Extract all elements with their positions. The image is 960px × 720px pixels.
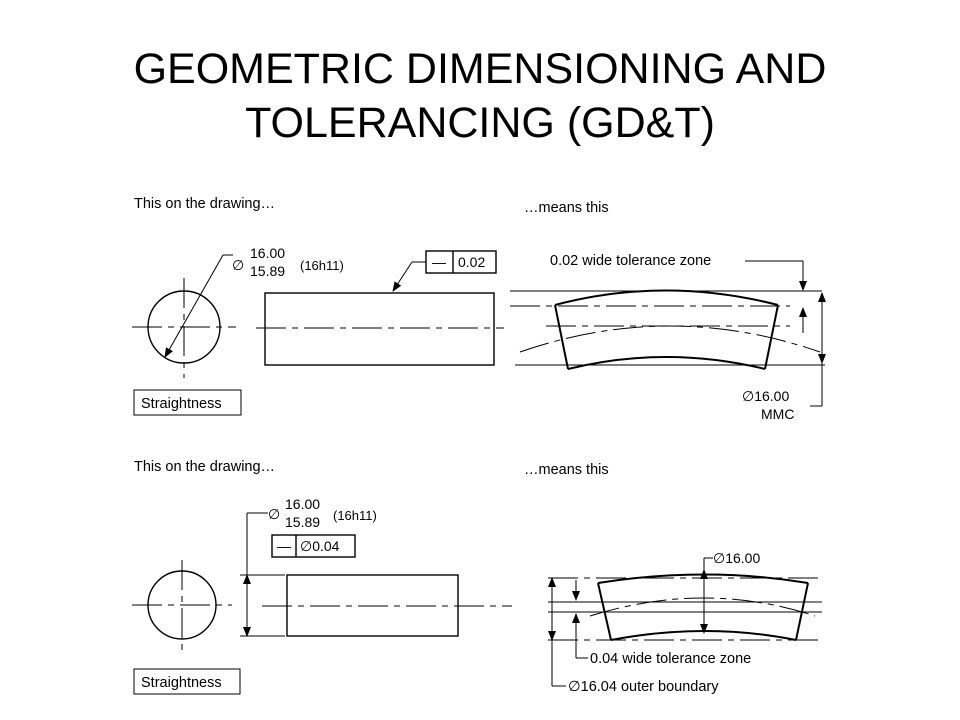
- top-fit: (16h11): [300, 258, 344, 273]
- bottom-right-caption: …means this: [524, 462, 609, 478]
- bottom-left-caption: This on the drawing…: [134, 459, 275, 475]
- top-mmc-value: ∅16.00: [742, 388, 789, 404]
- bottom-zone-label: 0.04 wide tolerance zone: [590, 651, 751, 667]
- svg-text:∅: ∅: [268, 506, 280, 522]
- slide-title: GEOMETRIC DIMENSIONING AND TOLERANCING (…: [0, 42, 960, 150]
- bottom-mmc-dim: ∅16.00: [713, 550, 760, 566]
- top-fcf-symbol: —: [432, 254, 446, 270]
- bottom-end-view: [132, 560, 232, 650]
- bottom-fit: (16h11): [333, 508, 377, 523]
- top-feature-control-frame: — 0.02: [392, 250, 497, 292]
- top-diameter-dimension: ∅ 16.00 15.89 (16h11): [232, 245, 344, 279]
- top-side-view: [256, 292, 504, 366]
- bottom-interpretation: ∅16.00 0.04 wide tolerance zone ∅16.04 o…: [548, 550, 822, 695]
- top-diameter-lower: 15.89: [250, 263, 285, 279]
- bottom-feature-control-frame: — ∅0.04: [271, 534, 356, 558]
- top-end-view: [132, 254, 236, 378]
- bottom-straightness-label: Straightness: [141, 675, 222, 691]
- bottom-diameter-dimension: ∅ 16.00 15.89 (16h11): [240, 496, 377, 637]
- bottom-fcf-symbol: —: [277, 538, 291, 554]
- bottom-side-view: [262, 574, 512, 637]
- top-straightness-box: Straightness: [133, 389, 242, 416]
- top-fcf-tolerance: 0.02: [458, 254, 485, 270]
- bottom-diameter-upper: 16.00: [285, 496, 320, 512]
- top-diameter-upper: 16.00: [250, 245, 285, 261]
- bottom-straightness-box: Straightness: [133, 668, 241, 695]
- top-example: This on the drawing… …means this ∅ 16.00…: [132, 196, 826, 422]
- top-right-caption: …means this: [524, 200, 609, 216]
- bottom-diameter-lower: 15.89: [285, 514, 320, 530]
- bottom-boundary-label: ∅16.04 outer boundary: [568, 679, 719, 695]
- title-line-2: TOLERANCING (GD&T): [245, 99, 715, 147]
- bottom-fcf-tolerance: ∅0.04: [300, 538, 340, 554]
- top-interpretation: 0.02 wide tolerance zone ∅16.00 MMC: [510, 253, 826, 422]
- title-line-1: GEOMETRIC DIMENSIONING AND: [133, 45, 827, 93]
- top-zone-label: 0.02 wide tolerance zone: [550, 253, 711, 269]
- top-straightness-label: Straightness: [141, 396, 222, 412]
- bottom-example: This on the drawing… …means this ∅ 16.00…: [132, 459, 822, 695]
- top-mmc-label: MMC: [761, 406, 794, 422]
- top-left-caption: This on the drawing…: [134, 196, 275, 212]
- svg-text:∅: ∅: [232, 257, 244, 273]
